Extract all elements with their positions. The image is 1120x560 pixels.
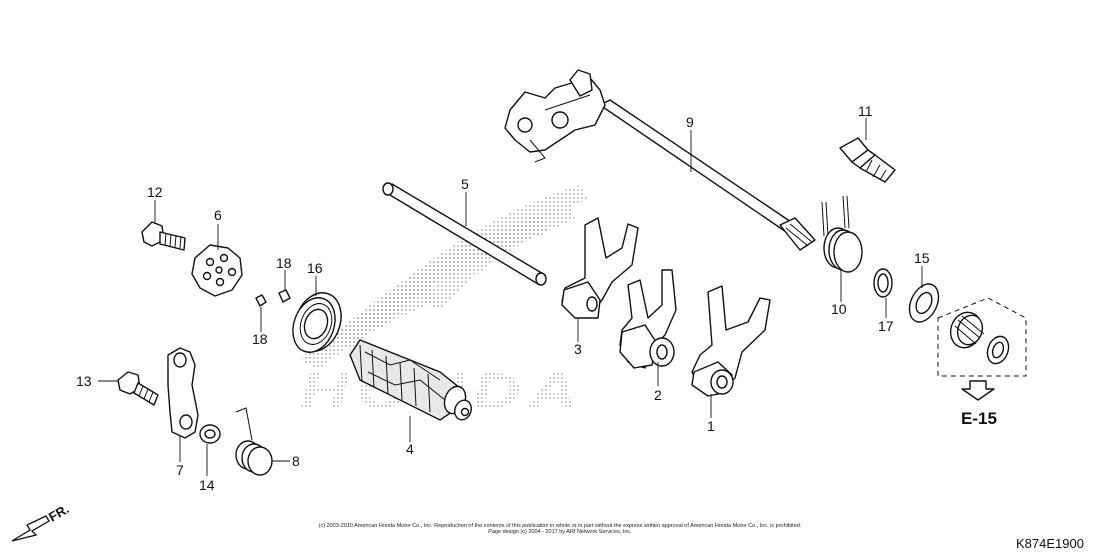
part-7-stopper-arm[interactable] <box>167 347 199 439</box>
e-15-reference-label[interactable]: E-15 <box>961 409 997 428</box>
diagram-code: K874E1900 <box>1016 536 1084 551</box>
callout-6[interactable]: 6 <box>214 207 222 223</box>
front-label: FR. <box>46 501 72 524</box>
leader-lines <box>98 118 923 476</box>
e-15-reference-group[interactable] <box>937 297 1027 377</box>
callout-1[interactable]: 1 <box>707 418 715 434</box>
callout-5[interactable]: 5 <box>461 176 469 192</box>
copyright-line-1: (c) 2003-2010 American Honda Motor Co., … <box>318 523 802 529</box>
callout-15[interactable]: 15 <box>914 250 930 266</box>
callout-4[interactable]: 4 <box>406 441 414 457</box>
callout-13[interactable]: 13 <box>76 373 92 389</box>
part-9-gearshift-spindle[interactable] <box>504 69 816 251</box>
part-18-pin-upper[interactable] <box>278 289 291 303</box>
callout-3[interactable]: 3 <box>574 341 582 357</box>
part-3-shift-fork[interactable] <box>561 217 639 319</box>
callout-8[interactable]: 8 <box>292 453 300 469</box>
copyright-notice: (c) 2003-2010 American Honda Motor Co., … <box>250 523 870 535</box>
callout-12[interactable]: 12 <box>147 184 163 200</box>
e-15-arrow-icon <box>961 380 995 401</box>
part-18-pin-lower[interactable] <box>255 294 267 307</box>
part-11-bolt[interactable] <box>839 137 896 183</box>
part-12-bolt[interactable] <box>141 221 186 251</box>
callout-18-lower[interactable]: 18 <box>252 331 268 347</box>
callout-18-upper[interactable]: 18 <box>276 255 292 271</box>
callout-17[interactable]: 17 <box>878 318 894 334</box>
part-8-stopper-spring[interactable] <box>235 407 273 476</box>
part-14-collar[interactable] <box>199 424 221 444</box>
part-10-return-spring[interactable] <box>821 195 863 273</box>
part-5-shift-fork-shaft[interactable] <box>382 182 547 286</box>
part-1-shift-fork[interactable] <box>691 285 771 397</box>
part-17-circlip[interactable] <box>873 268 893 298</box>
callout-11[interactable]: 11 <box>858 103 873 119</box>
callout-14[interactable]: 14 <box>199 477 215 493</box>
part-13-bolt[interactable] <box>117 371 159 406</box>
front-arrow-icon <box>11 515 50 542</box>
part-6-drum-center[interactable] <box>191 244 243 297</box>
part-15-washer[interactable] <box>904 279 944 326</box>
callout-16[interactable]: 16 <box>307 260 323 276</box>
part-2-shift-fork[interactable] <box>619 269 677 369</box>
callout-7[interactable]: 7 <box>176 462 184 478</box>
part-16-bearing[interactable] <box>286 286 349 358</box>
front-direction-indicator: FR. <box>11 501 72 542</box>
part-4-shift-drum[interactable] <box>349 339 474 422</box>
copyright-line-2: Page design (c) 2004 - 2017 by ARI Netwo… <box>488 529 632 535</box>
callout-10[interactable]: 10 <box>831 301 847 317</box>
callout-9[interactable]: 9 <box>686 114 694 130</box>
callout-2[interactable]: 2 <box>654 387 662 403</box>
